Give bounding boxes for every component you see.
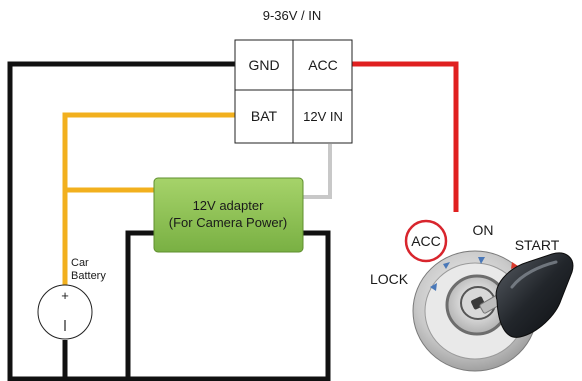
adapter-body xyxy=(153,177,304,253)
car-battery: + Car Battery xyxy=(37,257,106,340)
start-position-marker xyxy=(511,262,518,269)
terminal-12v-in-cell xyxy=(292,89,353,144)
key-head xyxy=(495,252,574,338)
adapter-box: 12V adapter (For Camera Power) xyxy=(153,177,304,253)
ignition-key xyxy=(479,252,574,338)
ground-wires xyxy=(7,61,331,381)
ignition-acc-label: ACC xyxy=(411,233,441,249)
battery-wire-to-bat xyxy=(62,112,235,285)
terminal-12v-in-label: 12V IN xyxy=(303,109,343,124)
acc-position-marker xyxy=(443,262,450,269)
terminal-bat-cell xyxy=(234,89,294,144)
terminal-gnd-cell xyxy=(234,39,294,91)
terminal-bat-label: BAT xyxy=(251,108,278,124)
battery-label-line2: Battery xyxy=(71,270,106,282)
battery-wires xyxy=(62,112,235,285)
ground-wire-adapter-loop xyxy=(125,230,155,379)
battery-label-line1: Car xyxy=(71,257,89,269)
terminal-acc-label: ACC xyxy=(308,57,338,73)
ignition-start-label: START xyxy=(515,237,560,253)
key-highlight xyxy=(510,260,558,289)
terminal-block: GND ACC BAT 12V IN xyxy=(234,39,353,144)
voltage-range-label: 9-36V / IN xyxy=(263,8,322,23)
acc-wire xyxy=(352,61,459,212)
battery-symbol xyxy=(37,284,93,340)
ignition-lock-label: LOCK xyxy=(370,271,409,287)
ground-wire-main xyxy=(7,61,331,381)
adapter-subtitle: (For Camera Power) xyxy=(169,215,287,230)
acc-highlight-circle xyxy=(404,219,448,263)
terminal-gnd-label: GND xyxy=(248,57,279,73)
ignition-on-label: ON xyxy=(473,222,494,238)
lock-position-marker xyxy=(430,283,437,291)
adapter-title: 12V adapter xyxy=(193,198,265,213)
battery-plus-sign: + xyxy=(61,288,69,303)
ignition-switch: ACC ON START LOCK xyxy=(370,219,574,372)
adapter-output-wire xyxy=(302,144,332,199)
on-position-marker xyxy=(478,257,485,264)
